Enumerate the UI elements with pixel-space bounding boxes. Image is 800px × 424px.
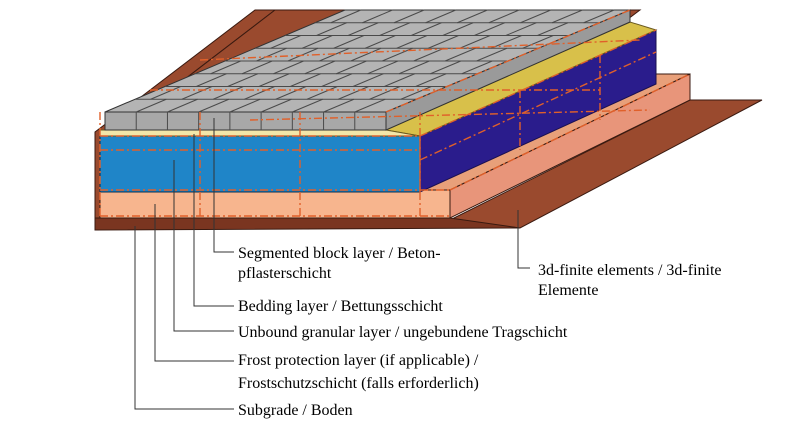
block-joint-line: [457, 9, 488, 24]
label-frost-line2: Frostschutzschicht (falls erforderlich): [238, 375, 479, 392]
block-joint-line: [210, 60, 241, 75]
block-joint-line: [491, 35, 522, 49]
block-joint-line: [350, 47, 382, 62]
label-finite-elements-line1: 3d-finite elements / 3d-finite: [538, 262, 722, 279]
block-joint-line: [425, 9, 457, 24]
bedding-front: [99, 129, 421, 137]
block-joint-line: [304, 60, 336, 75]
block-joint-line: [273, 60, 304, 75]
mesh-line: [419, 29, 657, 137]
label-segmented-block-line2: pflasterschicht: [238, 265, 332, 282]
block-joint-line: [461, 60, 493, 75]
block-joint-line: [306, 86, 338, 100]
finite-element-mesh: [99, 9, 691, 218]
labels: Segmented block layer / Beton- pflasters…: [238, 245, 722, 419]
block-joint-line: [488, 9, 520, 24]
block-joint-line: [292, 98, 323, 113]
block-joint-line: [336, 60, 367, 75]
leader-segmented-block: [213, 118, 234, 253]
block-joint-line: [379, 22, 411, 36]
mesh-line: [249, 109, 651, 121]
block-joint-line: [136, 98, 167, 113]
granular-front: [99, 135, 421, 193]
label-finite-elements-line2: Elemente: [538, 282, 598, 299]
block-grid: [135, 9, 615, 130]
leader-lines: [134, 118, 530, 410]
block-joint-line: [330, 9, 362, 24]
block-joint-line: [428, 35, 459, 49]
block-joint-line: [323, 98, 355, 113]
segmented-block-layer: [104, 9, 631, 131]
label-segmented-block-line1: Segmented block layer / Beton-: [238, 245, 441, 262]
block-joint-line: [382, 47, 413, 62]
block-joint-line: [459, 35, 491, 49]
block-joint-line: [474, 22, 505, 36]
block-joint-line: [316, 22, 347, 36]
leader-finite-elements: [517, 210, 530, 269]
blocks-front: [104, 111, 387, 131]
block-joint-line: [384, 73, 415, 87]
block-joint-line: [260, 98, 292, 113]
leader-subgrade: [134, 226, 234, 410]
block-joint-line: [354, 98, 386, 113]
block-joint-line: [256, 47, 287, 62]
subgrade-front: [94, 217, 521, 231]
block-joint-line: [241, 60, 273, 75]
block-joint-line: [167, 98, 198, 113]
block-joint-line: [319, 47, 350, 62]
block-joint-line: [400, 86, 432, 100]
mesh-line: [385, 9, 631, 113]
leader-frost: [154, 204, 234, 362]
block-joint-line: [347, 22, 379, 36]
block-joint-line: [413, 47, 445, 62]
mesh-line: [199, 39, 641, 61]
label-bedding: Bedding layer / Bettungsschicht: [238, 298, 443, 315]
block-joint-line: [244, 86, 275, 100]
block-joint-line: [537, 22, 569, 36]
block-joint-line: [270, 35, 301, 49]
label-unbound-granular: Unbound granular layer / ungebundene Tra…: [238, 324, 568, 341]
block-joint-line: [150, 86, 181, 100]
block-joint-line: [290, 73, 321, 87]
block-joint-line: [338, 86, 369, 100]
block-joint-line: [227, 73, 258, 87]
block-joint-line: [583, 9, 615, 24]
block-joint-line: [505, 22, 537, 36]
block-joint-line: [398, 60, 430, 75]
block-joint-line: [415, 73, 447, 87]
block-joint-line: [551, 9, 583, 24]
block-joint-line: [442, 22, 474, 36]
label-frost-line1: Frost protection layer (if applicable) /: [238, 352, 479, 369]
label-subgrade: Subgrade / Boden: [238, 402, 353, 419]
block-joint-line: [333, 35, 365, 49]
block-joint-line: [258, 73, 290, 87]
mesh-line: [419, 51, 657, 161]
block-joint-line: [367, 60, 399, 75]
block-joint-line: [444, 47, 476, 62]
block-joint-line: [369, 86, 401, 100]
frost-front: [99, 189, 451, 219]
block-joint-line: [212, 86, 244, 100]
block-joint-line: [365, 35, 396, 49]
block-joint-line: [196, 73, 227, 87]
leader-bedding: [193, 134, 234, 307]
block-joint-line: [352, 73, 384, 87]
block-joint-line: [411, 22, 442, 36]
block-joint-line: [393, 9, 425, 24]
block-joint-line: [302, 35, 333, 49]
block-joint-line: [275, 86, 307, 100]
mesh-line: [449, 73, 691, 191]
block-joint-line: [181, 86, 213, 100]
block-joint-line: [321, 73, 353, 87]
block-joint-line: [522, 35, 554, 49]
block-joint-line: [362, 9, 393, 24]
block-joint-line: [396, 35, 428, 49]
block-joint-line: [430, 60, 462, 75]
block-joint-line: [198, 98, 230, 113]
leader-unbound-granular: [173, 160, 234, 332]
block-joint-line: [229, 98, 261, 113]
block-joint-line: [476, 47, 508, 62]
block-joint-line: [520, 9, 552, 24]
